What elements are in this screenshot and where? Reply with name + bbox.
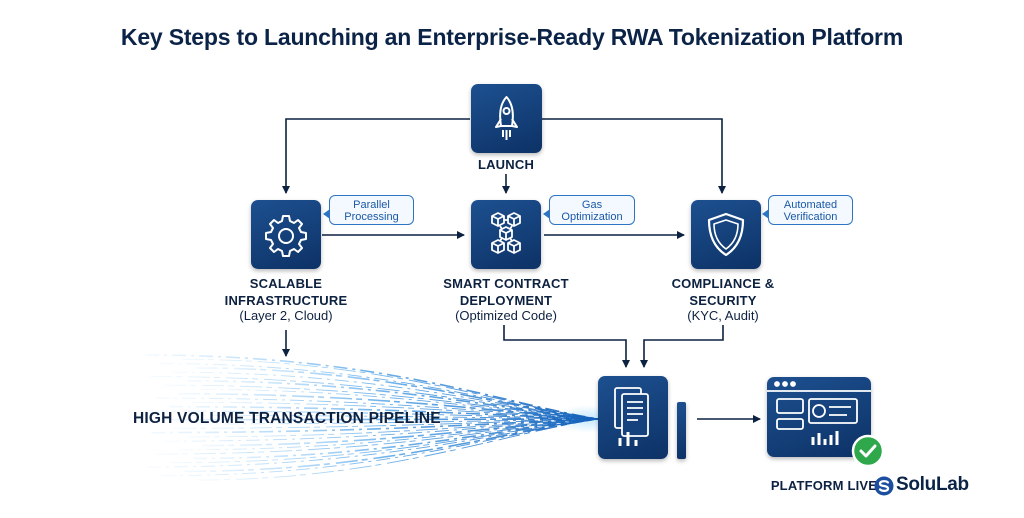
automated-verification-badge: Automated Verification [762, 195, 853, 225]
pipeline-streak [144, 354, 599, 420]
parallel-processing-badge: Parallel Processing [323, 195, 414, 225]
gear-icon [265, 215, 307, 257]
pipeline-streak [160, 418, 599, 477]
pipeline-streak [168, 405, 599, 420]
pipeline-streak [192, 418, 599, 460]
pipeline-streak [164, 418, 599, 442]
processing-documents-icon [614, 387, 649, 446]
shield-icon [707, 212, 745, 257]
pipeline-streak [182, 414, 599, 420]
dashboard-check-icon [767, 381, 871, 445]
pipeline-streak [172, 371, 599, 420]
contract-detail: (Optimized Code) [455, 308, 557, 323]
pipeline-streak [201, 418, 599, 447]
arrow-launch-to-compliance [542, 118, 726, 194]
rocket-icon [495, 96, 518, 140]
pipeline-streak [186, 380, 599, 420]
check-badge-icon [851, 434, 885, 468]
pipeline-streak [169, 418, 599, 464]
pipeline-streak [154, 397, 599, 420]
scalable-detail: (Layer 2, Cloud) [239, 308, 333, 323]
gas-optimization-badge: Gas Optimization [543, 195, 635, 225]
pipeline-streak [181, 358, 599, 420]
pipeline-streak [195, 367, 599, 420]
transaction-pipeline-streaks [144, 354, 599, 481]
arrow-launch-to-scalable [282, 118, 470, 194]
arrow-contract-to-processor [503, 325, 630, 368]
platform-live-label: PLATFORM LIVE [770, 478, 878, 493]
processor-icon-box [598, 376, 668, 459]
page-title: Key Steps to Launching an Enterprise-Rea… [120, 24, 904, 50]
launch-label: LAUNCH [477, 157, 535, 172]
scalable-icon-box [251, 200, 321, 269]
compliance-icon-box [691, 200, 761, 269]
solulab-logo-icon [874, 476, 894, 496]
pipeline-streak [150, 418, 599, 434]
pipeline-streak [159, 418, 599, 421]
pipeline-streak [191, 401, 599, 420]
pipeline-streak [187, 418, 599, 438]
pipeline-streak [183, 418, 599, 473]
pipeline-label: HIGH VOLUME TRANSACTION PIPELINE [133, 410, 441, 427]
contract-label: SMART CONTRACT DEPLOYMENT [443, 276, 569, 308]
pipeline-streak [146, 418, 599, 468]
launch-icon-box [471, 84, 542, 153]
scalable-label: SCALABLE INFRASTRUCTURE [224, 276, 348, 308]
blockchain-cubes-icon [491, 212, 521, 254]
pipeline-streak [158, 363, 599, 420]
pipeline-streak [177, 392, 599, 420]
pipeline-streak [145, 410, 599, 420]
pipeline-streak [197, 418, 599, 481]
pipeline-streak [163, 384, 599, 420]
compliance-detail: (KYC, Audit) [687, 308, 759, 323]
contract-icon-box [471, 200, 541, 269]
arrow-compliance-to-processor [640, 325, 724, 368]
pipeline-streak [196, 418, 599, 425]
compliance-label: COMPLIANCE & SECURITY [671, 276, 775, 308]
pipeline-streak [155, 418, 599, 455]
pipeline-streak [178, 418, 599, 451]
brand-name: SoluLab [896, 474, 969, 495]
processor-side-bar [677, 402, 686, 459]
